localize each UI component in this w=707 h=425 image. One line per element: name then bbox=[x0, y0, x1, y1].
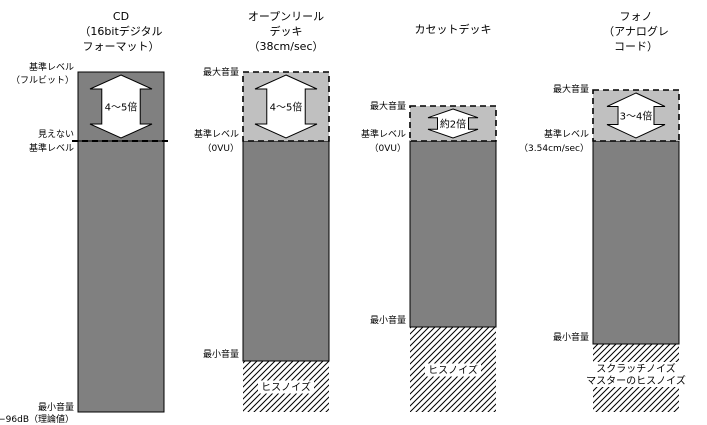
signal-range-block bbox=[592, 140, 680, 345]
headroom-ratio-label: 4〜5倍 bbox=[270, 101, 303, 114]
level-label-min: −96dB（理論値） bbox=[0, 413, 74, 425]
level-label-ref: 基準レベル bbox=[361, 128, 406, 140]
headroom-arrow-icon bbox=[89, 74, 153, 139]
headroom-ratio-label: 3〜4倍 bbox=[620, 110, 653, 123]
column-title-line: （16bitデジタル bbox=[79, 24, 162, 38]
column-title-line: （アナログレ bbox=[603, 24, 669, 38]
signal-range-block bbox=[77, 140, 165, 413]
noise-label: マスターのヒスノイズ bbox=[586, 374, 686, 387]
headroom-arrow-icon bbox=[427, 108, 479, 139]
signal-range-block bbox=[409, 140, 497, 328]
level-label-ref: 基準レベル bbox=[29, 142, 74, 154]
column-title-line: （38cm/sec） bbox=[248, 40, 323, 53]
headroom-ratio-label: 約2倍 bbox=[440, 118, 466, 131]
column-title-line: CD bbox=[113, 10, 129, 23]
column-title-line: カセットデッキ bbox=[415, 22, 492, 36]
level-label-ref: 基準レベル bbox=[544, 128, 589, 140]
signal-range-block bbox=[242, 140, 330, 362]
noise-label: ヒスノイズ bbox=[428, 364, 478, 377]
level-label-min: 最小音量 bbox=[38, 401, 74, 413]
level-label-min: 最小音量 bbox=[370, 314, 406, 326]
level-label-top: （フルビット） bbox=[11, 75, 74, 86]
level-label-ref: （0VU） bbox=[203, 143, 239, 154]
level-label-top: 最大音量 bbox=[370, 100, 406, 112]
headroom-arrow-icon bbox=[254, 74, 318, 139]
level-label-ref: （3.54cm/sec） bbox=[519, 143, 589, 154]
headroom-ratio-label: 4〜5倍 bbox=[105, 101, 138, 114]
column-title-line: コード） bbox=[614, 40, 658, 53]
level-label-top: 最大音量 bbox=[203, 66, 239, 78]
level-label-min: 最小音量 bbox=[203, 348, 239, 360]
level-label-top: 基準レベル bbox=[29, 61, 74, 73]
column-title-line: フォノ bbox=[620, 10, 653, 23]
noise-label: スクラッチノイズ bbox=[596, 362, 675, 375]
level-label-ref: 基準レベル bbox=[194, 128, 239, 140]
column-title-line: オープンリール bbox=[248, 10, 324, 23]
noise-label: ヒスノイズ bbox=[261, 381, 311, 394]
headroom-arrow-icon bbox=[606, 92, 666, 139]
level-label-ref: （0VU） bbox=[370, 143, 406, 154]
column-cd: CD（16bitデジタルフォーマット）4〜5倍基準レベル（フルビット）見えない基… bbox=[0, 10, 168, 425]
level-label-top: 最大音量 bbox=[553, 83, 589, 95]
level-label-ref: 見えない bbox=[38, 129, 74, 140]
column-title-line: デッキ bbox=[270, 24, 303, 38]
level-label-min: 最小音量 bbox=[553, 331, 589, 343]
column-title-line: フォーマット） bbox=[83, 40, 160, 53]
